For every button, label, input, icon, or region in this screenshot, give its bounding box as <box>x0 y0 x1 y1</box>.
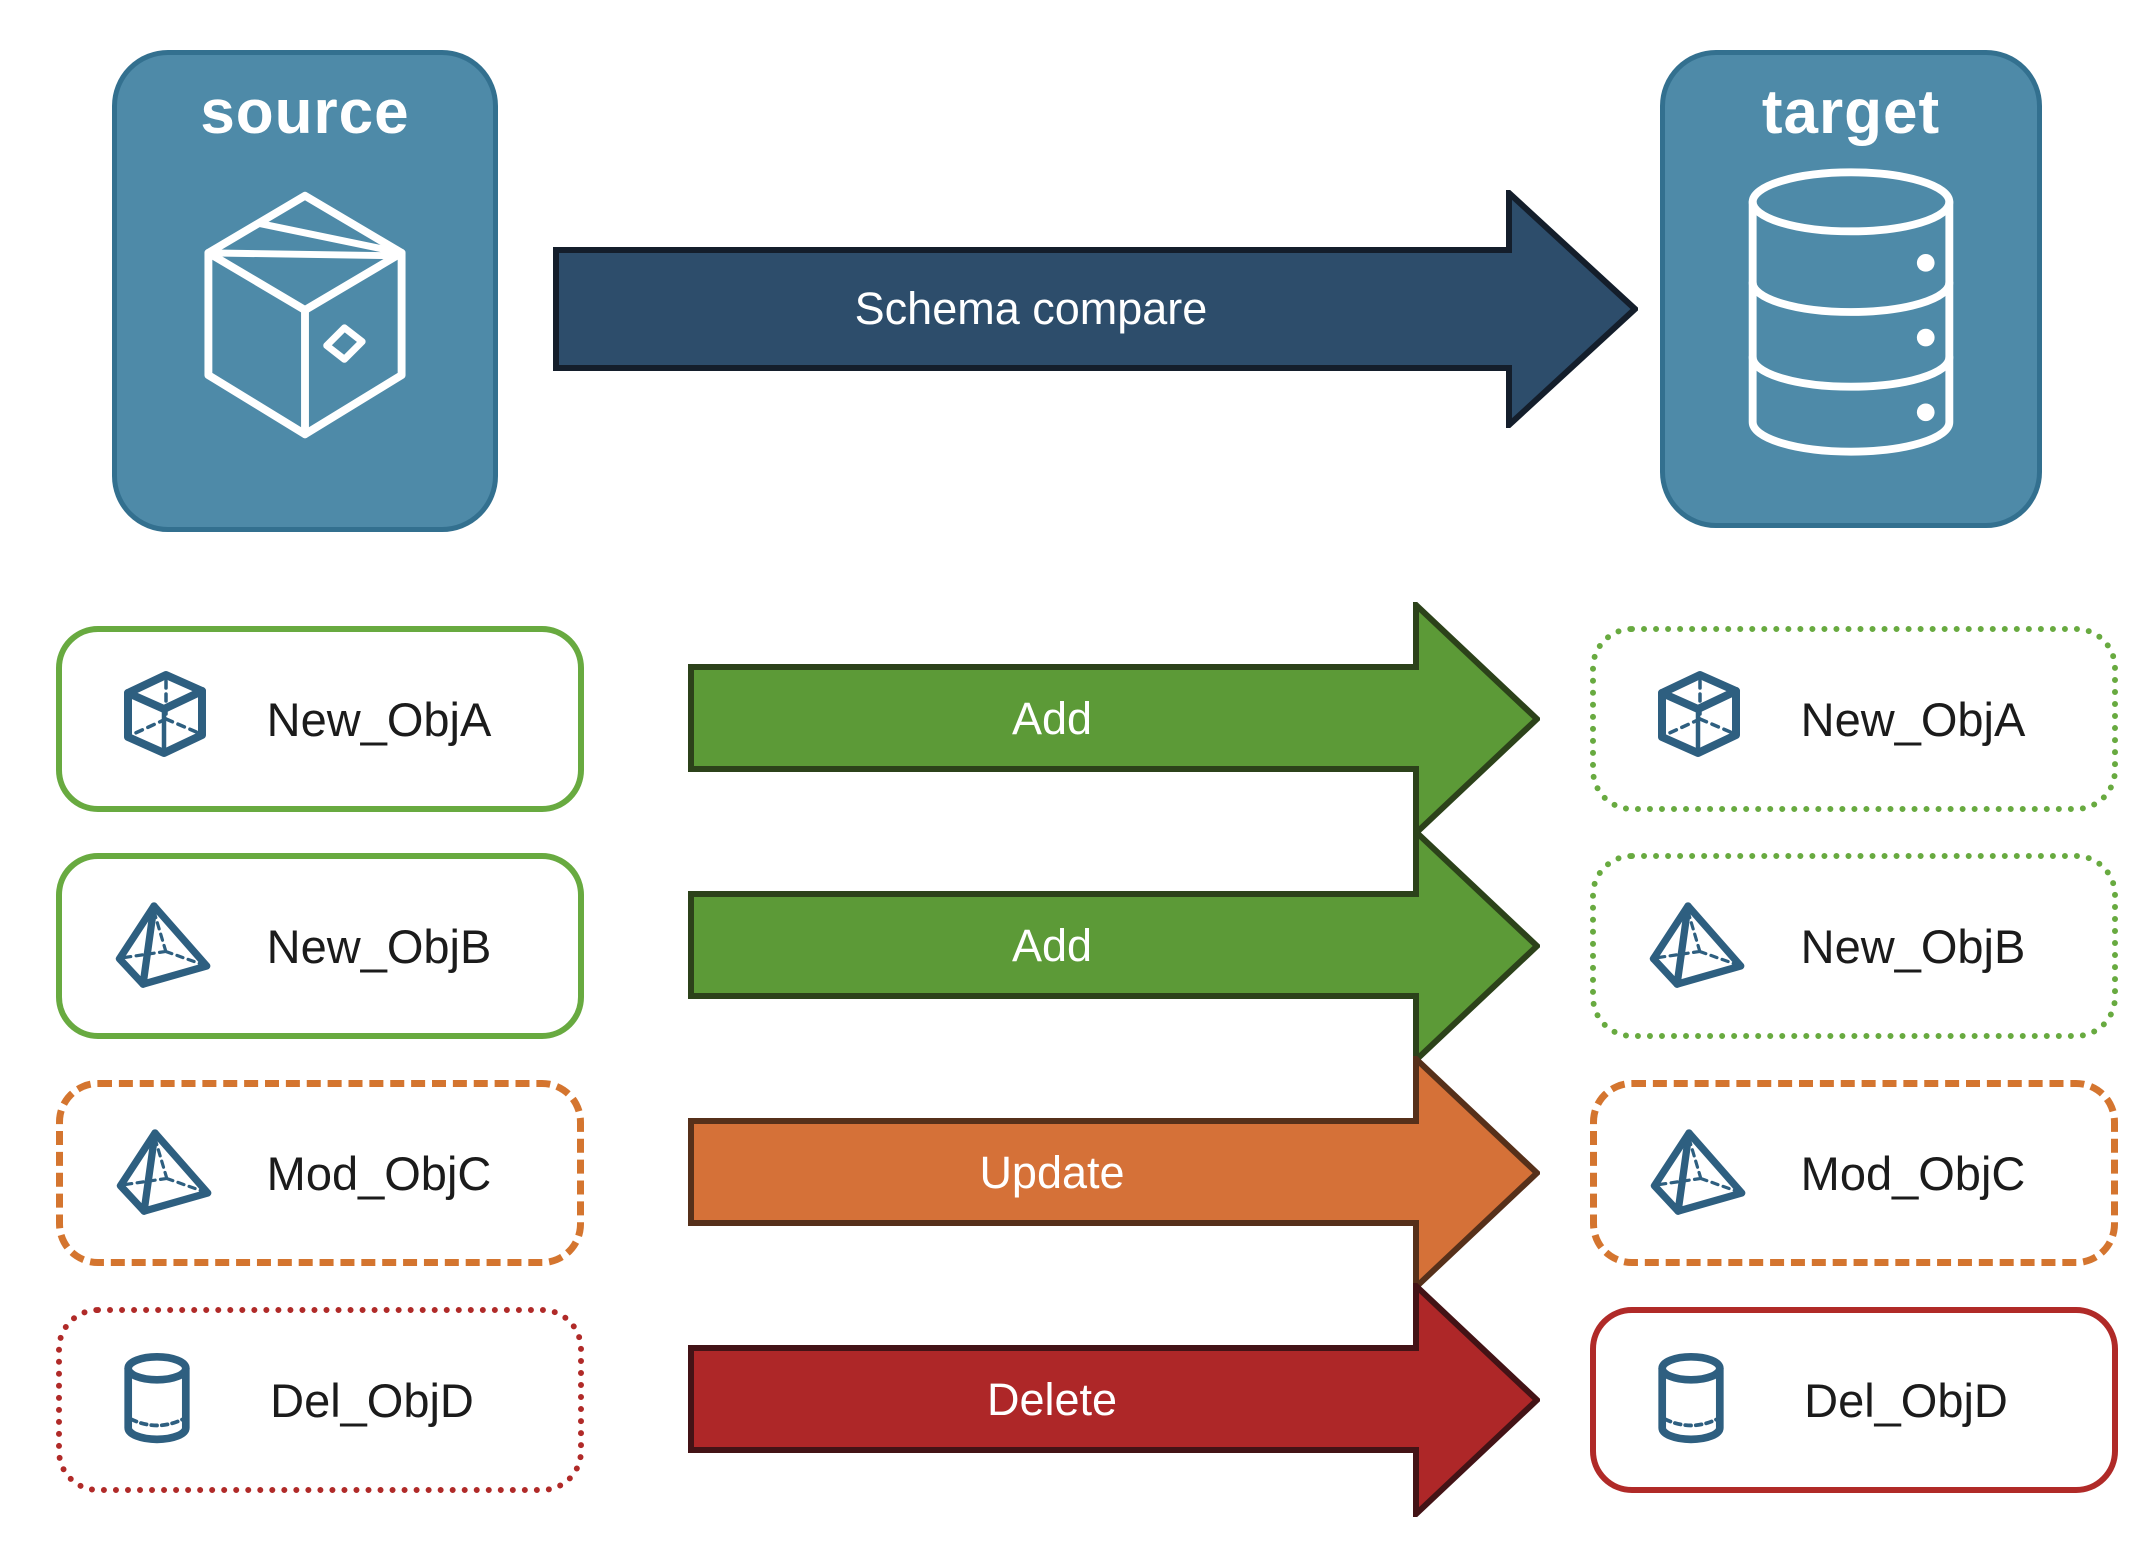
pyramid-icon <box>114 896 214 996</box>
source-object-row-1: New_ObjA <box>56 626 584 812</box>
source-object-label-3: Mod_ObjC <box>266 1146 492 1200</box>
cylinder-icon <box>114 1352 200 1448</box>
delete-arrow-row-4 <box>688 1283 1540 1517</box>
target-object-label-4: Del_ObjD <box>1804 1373 2008 1427</box>
source-node-label: source <box>200 78 410 147</box>
add-arrow-row-2 <box>688 829 1540 1063</box>
target-object-label-2: New_ObjB <box>1800 919 2026 973</box>
source-node: source <box>112 50 498 532</box>
target-object-row-3: Mod_ObjC <box>1590 1080 2118 1266</box>
target-node: target <box>1660 50 2042 528</box>
database-icon <box>1733 164 1969 460</box>
target-object-row-4: Del_ObjD <box>1590 1307 2118 1493</box>
source-object-label-2: New_ObjB <box>266 919 492 973</box>
target-object-row-2: New_ObjB <box>1590 853 2118 1039</box>
target-object-label-3: Mod_ObjC <box>1800 1146 2026 1200</box>
target-object-label-1: New_ObjA <box>1800 692 2026 746</box>
source-object-label-4: Del_ObjD <box>270 1373 474 1427</box>
cylinder-icon <box>1648 1352 1734 1448</box>
pyramid-icon <box>115 1123 215 1223</box>
source-object-row-3: Mod_ObjC <box>56 1080 584 1266</box>
pyramid-icon <box>1648 896 1748 996</box>
target-object-row-1: New_ObjA <box>1590 626 2118 812</box>
add-arrow-row-1 <box>688 602 1540 836</box>
update-arrow-row-3 <box>688 1056 1540 1290</box>
source-object-label-1: New_ObjA <box>266 692 492 746</box>
cube-icon <box>114 669 214 769</box>
source-object-row-2: New_ObjB <box>56 853 584 1039</box>
source-object-row-4: Del_ObjD <box>56 1307 584 1493</box>
pyramid-icon <box>1649 1123 1749 1223</box>
schema-compare-arrow <box>553 190 1638 428</box>
package-icon <box>167 164 443 464</box>
cube-icon <box>1648 669 1748 769</box>
target-node-label: target <box>1761 78 1941 147</box>
